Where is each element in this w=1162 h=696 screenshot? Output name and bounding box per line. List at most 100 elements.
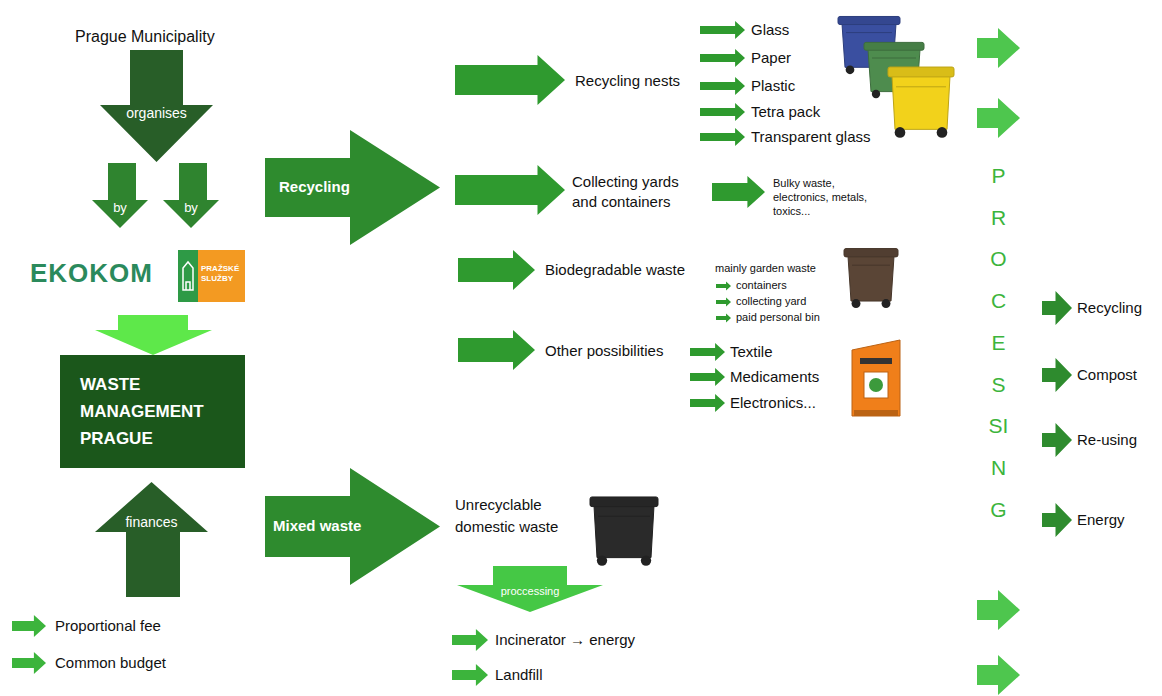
bullet-arrow <box>700 21 745 39</box>
waste-bin <box>844 249 898 309</box>
list-item: Transparent glass <box>751 128 871 146</box>
bullet-arrow <box>1042 291 1072 325</box>
box-label: WASTE MANAGEMENT PRAGUE <box>80 371 230 452</box>
bin-wheel <box>895 127 906 138</box>
bin-body <box>848 256 894 301</box>
list-item: Common budget <box>55 654 166 672</box>
bin-wheel <box>597 555 607 565</box>
bin-lid <box>844 249 898 257</box>
arrow-shape <box>163 163 219 228</box>
container-sticker <box>864 372 888 398</box>
category-label: Recycling nests <box>575 72 680 90</box>
result-label: Compost <box>1077 366 1137 384</box>
bin-rib <box>872 58 916 59</box>
bullet-arrow <box>700 77 745 95</box>
container-body <box>852 340 900 416</box>
castle-symbol <box>183 262 193 290</box>
arrow-label: by <box>163 200 219 215</box>
bullet-arrow <box>700 128 745 146</box>
bullet-arrow <box>712 176 765 208</box>
list-item: paid personal bin <box>736 311 820 324</box>
category-label: Collecting yards and containers <box>572 172 704 212</box>
bullet-arrow <box>1042 423 1072 457</box>
result-label: Energy <box>1077 511 1125 529</box>
bin-wheel <box>882 299 891 308</box>
bin-lid <box>864 42 924 50</box>
category-arrow <box>455 165 565 215</box>
bin-wheel <box>872 90 880 98</box>
processing-arrow: proccessing <box>457 566 603 612</box>
bin-body <box>594 506 654 558</box>
bin-rib <box>852 265 890 266</box>
bin-lid <box>838 16 900 24</box>
result-label: Recycling <box>1077 299 1142 317</box>
arrow-label: Recycling <box>279 178 429 196</box>
logo-box: PRAŽSKÉ SLUŽBY <box>198 250 245 302</box>
bullet-arrow <box>1042 358 1072 392</box>
bin-wheel <box>852 299 861 308</box>
arrow-group <box>12 21 1072 695</box>
list-item: Paper <box>751 49 791 67</box>
category-arrow <box>458 250 535 290</box>
flow-arrow <box>977 28 1020 68</box>
bin-group <box>590 16 954 565</box>
bin-rib <box>846 32 892 33</box>
waste-bin <box>888 67 954 138</box>
arrow-outline <box>92 163 148 228</box>
bin-body <box>892 76 950 129</box>
bin-lid <box>590 497 658 507</box>
recycling-arrow: Recycling <box>265 130 440 245</box>
bullet-arrow <box>700 49 745 67</box>
flow-arrow <box>95 315 212 355</box>
by-arrow: by <box>163 163 219 228</box>
list-item: Plastic <box>751 77 795 95</box>
arrow-label: Mixed waste <box>273 517 433 535</box>
list-item: Electronics... <box>730 394 816 412</box>
arrow-shape <box>95 482 208 597</box>
list-item: Textile <box>730 343 773 361</box>
bullet-arrow <box>12 615 46 637</box>
organises-arrow: organises <box>100 50 213 162</box>
bin-rib <box>896 86 946 87</box>
list-item: Landfill <box>495 666 543 684</box>
result-label: Re-using <box>1077 431 1137 449</box>
arrow-shape <box>92 163 148 228</box>
category-label: Biodegradable waste <box>545 261 685 279</box>
arrow-outline <box>163 163 219 228</box>
list-item: containers <box>736 279 787 292</box>
heading-label: Prague Municipality <box>75 27 215 46</box>
bin-lid <box>888 67 954 77</box>
arrow-label: finances <box>95 514 208 531</box>
category-label: Unrecyclable domestic waste <box>455 494 583 538</box>
flow-arrow <box>977 655 1020 695</box>
logo-strip <box>178 250 198 302</box>
finances-arrow: finances <box>95 482 208 597</box>
category-arrow <box>458 330 535 370</box>
bullet-arrow <box>716 282 731 291</box>
category-label: Other possibilities <box>545 342 663 360</box>
bin-wheel <box>937 127 948 138</box>
mixed-waste-arrow: Mixed waste <box>265 468 440 585</box>
bullet-arrow <box>690 368 725 386</box>
flow-arrow <box>977 590 1020 630</box>
logo-text: EKOKOM <box>30 258 153 289</box>
arrow-label: by <box>92 200 148 215</box>
bullet-arrow <box>690 343 725 361</box>
list-item: collecting yard <box>736 295 806 308</box>
vertical-heading: PROCESSING <box>988 155 1009 530</box>
box-label: PRAŽSKÉ SLUŽBY <box>201 264 243 284</box>
textile-container <box>852 340 900 416</box>
by-arrow: by <box>92 163 148 228</box>
note-text: mainly garden waste <box>715 262 816 275</box>
bullet-arrow <box>452 629 488 651</box>
container-foot <box>854 410 898 416</box>
bullet-arrow <box>452 664 488 686</box>
bullet-arrow <box>716 314 731 323</box>
list-item: Incinerator → energy <box>495 631 635 649</box>
arrow-outline <box>265 130 440 245</box>
arrow-label: organises <box>100 105 213 122</box>
bullet-arrow <box>716 298 731 307</box>
process-box: WASTE MANAGEMENT PRAGUE <box>60 355 245 468</box>
list-item: Medicaments <box>730 368 819 386</box>
